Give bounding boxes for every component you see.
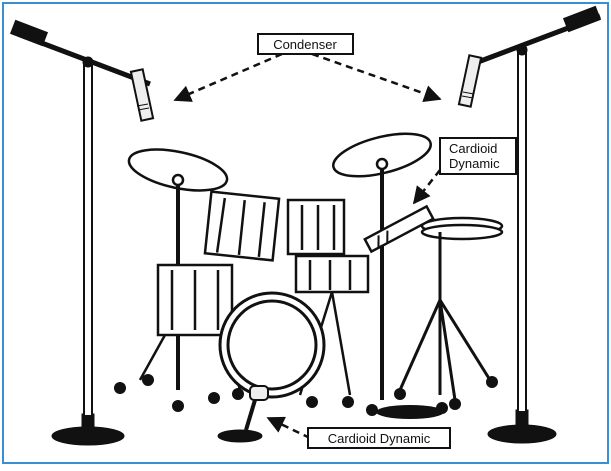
rack-tom-left	[205, 192, 279, 261]
label-cardioid-dynamic-bottom: Cardioid Dynamic	[308, 428, 450, 448]
label-cardioid-dynamic-top-line2: Dynamic	[449, 156, 500, 171]
bass-drum	[220, 293, 324, 397]
label-condenser-text: Condenser	[273, 37, 337, 52]
rack-tom-right	[288, 200, 344, 254]
label-condenser: Condenser	[258, 34, 353, 54]
label-cardioid-dynamic-top-line1: Cardioid	[449, 141, 497, 156]
label-cardioid-dynamic-top: Cardioid Dynamic	[440, 138, 516, 174]
label-cardioid-dynamic-bottom-text: Cardioid Dynamic	[328, 431, 431, 446]
